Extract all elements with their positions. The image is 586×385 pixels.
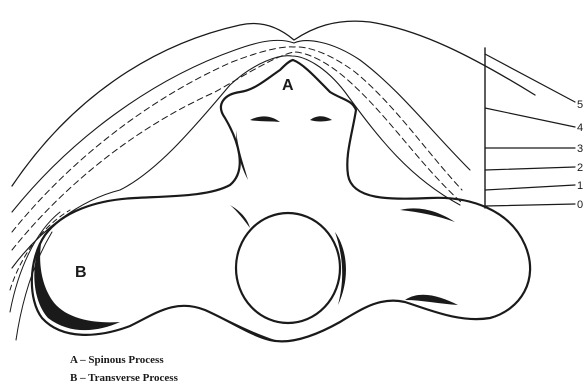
scale-tick-label: 1 (577, 180, 583, 192)
tissue-layer-contour (12, 52, 462, 250)
scale-tick-label: 5 (577, 99, 583, 111)
vertebral-foramen (236, 213, 340, 323)
vertebra (32, 60, 530, 341)
shading-hatch (205, 310, 275, 340)
shading-hatch (230, 205, 250, 228)
shading-hatch (405, 295, 458, 305)
scale-tick-label: 4 (577, 122, 583, 134)
legend-spinous-process: A – Spinous Process (70, 354, 164, 366)
scale-tick-label: 2 (577, 162, 583, 174)
tissue-layer-contour (12, 56, 460, 268)
shading-hatch (310, 116, 332, 121)
scale-leader-2 (485, 167, 575, 170)
legend: A – Spinous Process B – Transverse Proce… (70, 354, 179, 384)
legend-transverse-process: B – Transverse Process (70, 372, 179, 384)
scale-tick-label: 3 (577, 143, 583, 155)
scale-leader-4 (485, 108, 575, 127)
shading-hatch (250, 116, 280, 122)
scale-leader-1 (485, 185, 575, 190)
vertebra-outline (32, 60, 530, 341)
shading-hatch (34, 238, 120, 330)
scale-tick-label: 0 (577, 199, 583, 211)
skin-outer-contour (12, 21, 535, 186)
spinous-process-marker: A (282, 77, 294, 94)
scale-leader-0 (485, 204, 575, 206)
depth-scale: 5 4 3 2 1 0 (485, 48, 583, 211)
tissue-layer-contour (12, 40, 470, 212)
scale-leader-5 (485, 54, 575, 102)
shading-hatch (400, 208, 455, 222)
soft-tissue-layers (10, 21, 535, 340)
transverse-process-marker: B (75, 264, 87, 281)
